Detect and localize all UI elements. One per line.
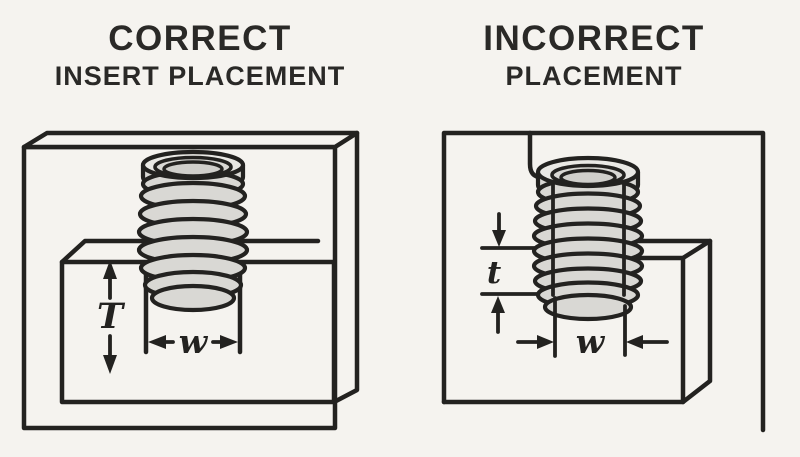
correct-title: CORRECT xyxy=(108,19,292,58)
insert-bore-walls xyxy=(551,182,626,297)
incorrect-title-block: INCORRECT PLACEMENT xyxy=(394,21,794,90)
block-right xyxy=(441,238,713,405)
correct-subtitle: INSERT PLACEMENT xyxy=(54,61,346,91)
dimension-width-w-left: w xyxy=(148,322,238,361)
arrowhead-up xyxy=(103,260,117,279)
depth-label: T xyxy=(97,296,126,337)
threaded-insert-incorrect xyxy=(531,155,645,322)
incorrect-subtitle: PLACEMENT xyxy=(505,61,683,91)
slab-right-edge xyxy=(333,130,360,404)
threaded-insert-correct xyxy=(136,149,250,313)
incorrect-diagram: t xyxy=(441,130,766,433)
thread-ridge xyxy=(542,292,634,322)
block-top-face xyxy=(59,238,321,265)
dimension-depth-T: T xyxy=(97,260,126,374)
arrowhead-right xyxy=(220,335,238,349)
correct-diagram: T w xyxy=(21,130,360,431)
arrowhead-left xyxy=(626,335,643,349)
arrowhead-down xyxy=(103,355,117,374)
block-right-edges xyxy=(680,238,713,405)
titles-row: CORRECT INSERT PLACEMENT INCORRECT PLACE… xyxy=(0,0,800,110)
dimension-width-w-right: w xyxy=(516,296,669,361)
arrowhead-left xyxy=(148,335,166,349)
width-label: w xyxy=(179,322,209,361)
extension-ticks xyxy=(553,296,627,358)
block-top-face xyxy=(623,238,713,261)
frame-outline xyxy=(441,130,766,433)
protrusion-label: t xyxy=(487,255,502,291)
arrowhead-right xyxy=(537,335,554,349)
correct-title-block: CORRECT INSERT PLACEMENT xyxy=(0,21,400,90)
incorrect-title: INCORRECT xyxy=(483,19,705,58)
width-label: w xyxy=(576,322,606,361)
thread-ridge xyxy=(149,283,237,313)
dimension-line xyxy=(496,212,501,334)
insert-bore-opening xyxy=(559,168,617,187)
arrowhead-down xyxy=(492,230,506,247)
slab-top-face xyxy=(21,130,360,150)
insert-bore-opening xyxy=(162,160,224,178)
arrowhead-up xyxy=(491,296,505,313)
